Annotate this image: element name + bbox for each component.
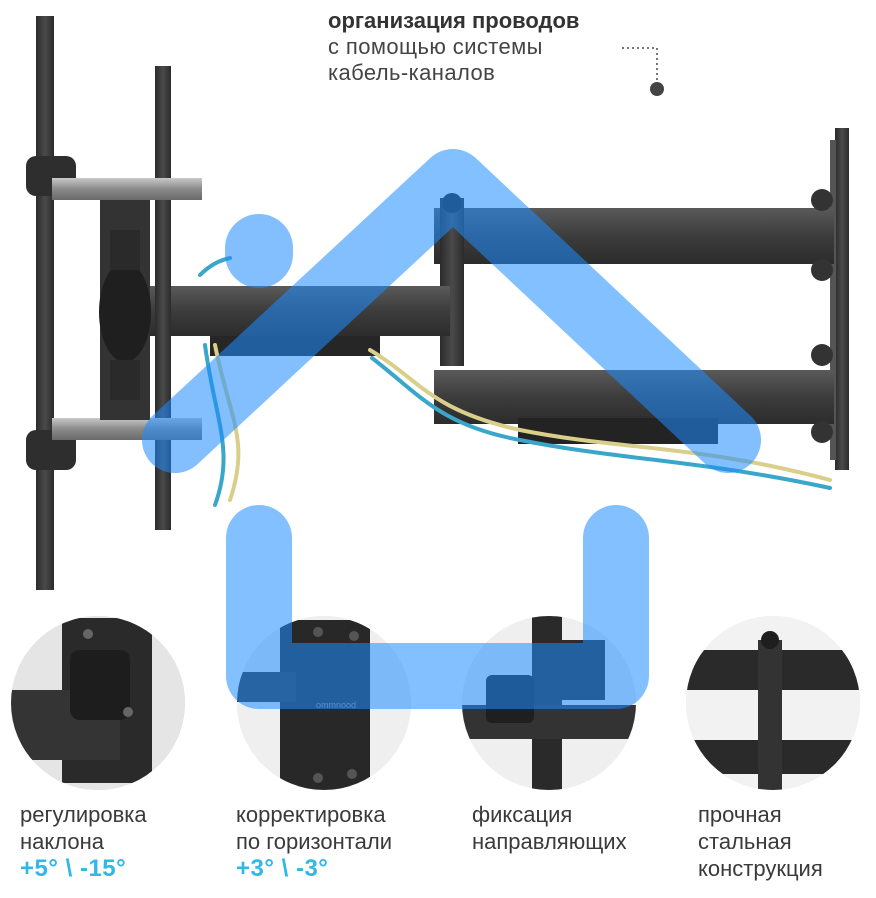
- callout-line-1: с помощью системы: [328, 34, 543, 59]
- feature-horizontal-line-2: по горизонтали: [236, 829, 392, 854]
- feature-horizontal: корректировка по горизонтали +3° \ -3°: [236, 801, 392, 882]
- detail-tilt: [11, 616, 185, 790]
- feature-tilt-line-1: регулировка: [20, 802, 147, 827]
- callout-title: организация проводов: [328, 8, 580, 33]
- feature-steel: прочная стальная конструкция: [698, 801, 823, 882]
- feature-tilt: регулировка наклона +5° \ -15°: [20, 801, 147, 882]
- feature-rail-lock-line-2: направляющих: [472, 829, 627, 854]
- feature-rail-lock-line-1: фиксация: [472, 802, 573, 827]
- feature-steel-line-3: конструкция: [698, 856, 823, 881]
- cable-management-callout: организация проводов с помощью системы к…: [328, 8, 579, 86]
- wall-mount-bracket: [26, 16, 849, 590]
- detail-steel-construction: [686, 616, 860, 790]
- feature-steel-line-1: прочная: [698, 802, 782, 827]
- feature-tilt-value: +5° \ -15°: [20, 855, 127, 882]
- feature-horizontal-value: +3° \ -3°: [236, 855, 329, 882]
- callout-line-2: кабель-каналов: [328, 60, 496, 85]
- feature-horizontal-line-1: корректировка: [236, 802, 386, 827]
- feature-steel-line-2: стальная: [698, 829, 792, 854]
- feature-rail-lock: фиксация направляющих: [472, 801, 627, 855]
- brand-overlay-shape: [142, 149, 761, 709]
- callout-connector: [622, 47, 664, 96]
- feature-tilt-line-2: наклона: [20, 829, 104, 854]
